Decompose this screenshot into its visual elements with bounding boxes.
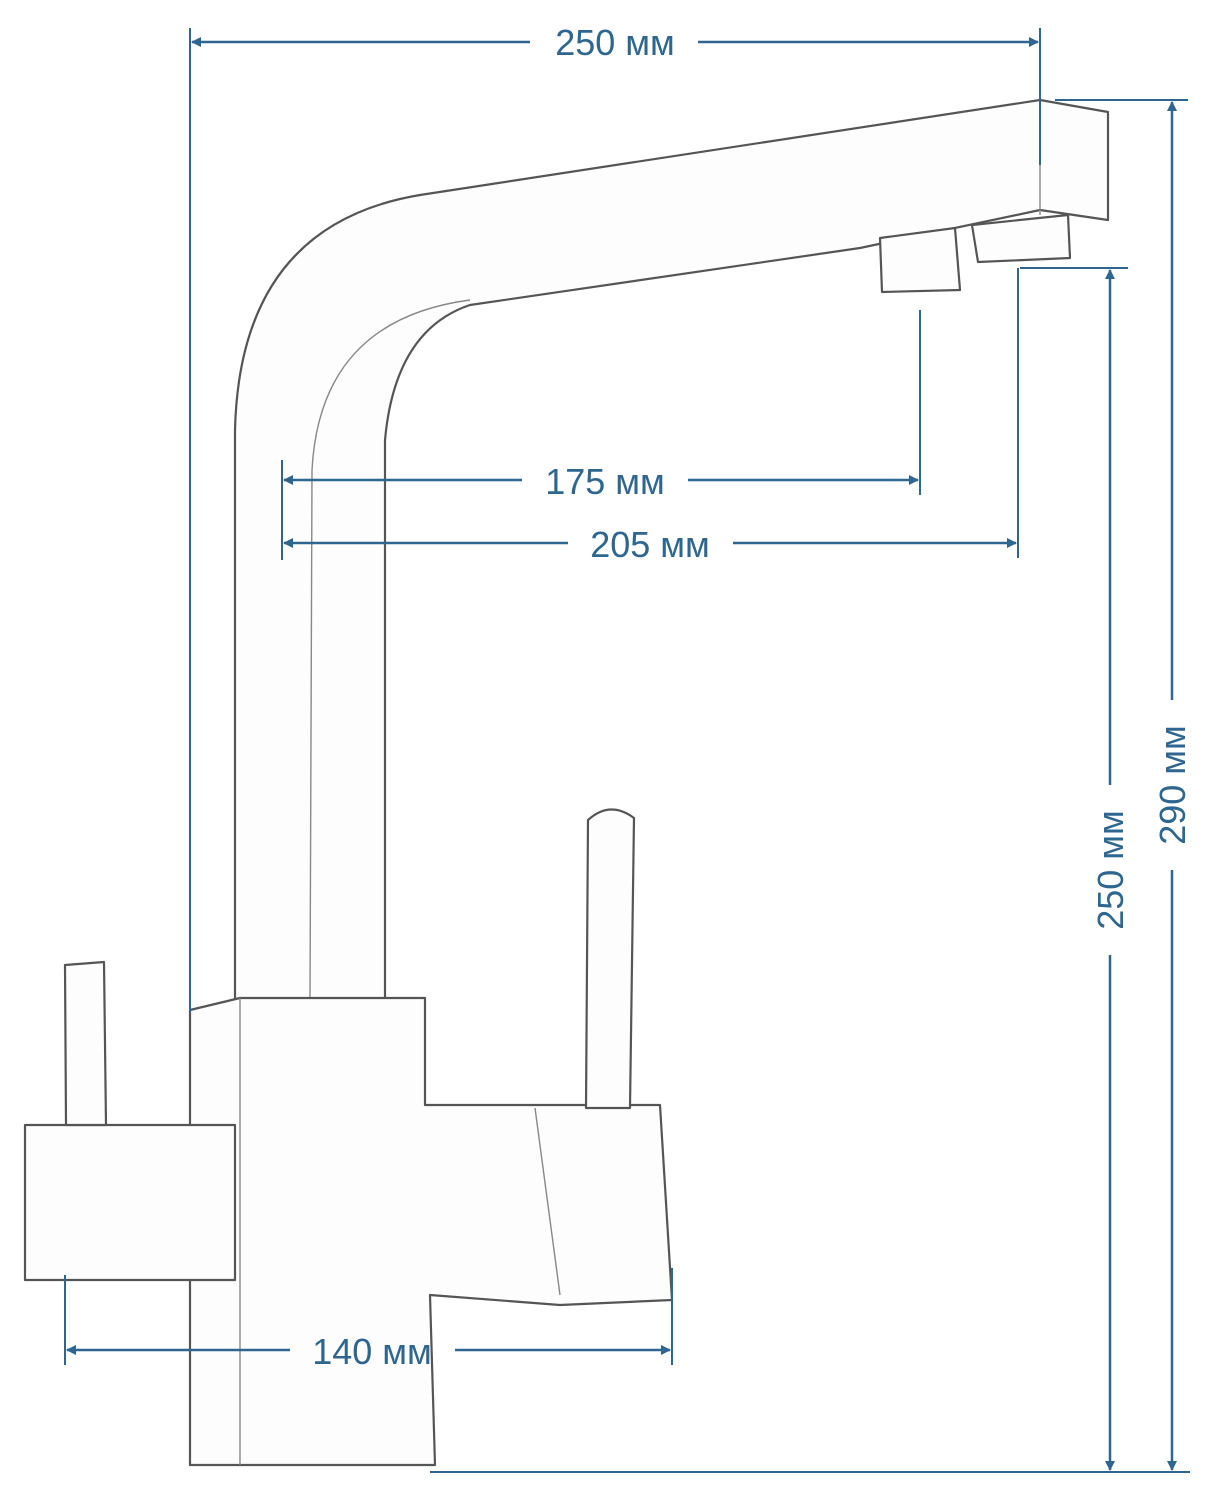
label-spout-reach-inner: 175 мм (545, 461, 665, 502)
dimension-total-height: 290 мм (1152, 101, 1193, 1471)
label-total-width: 250 мм (555, 22, 675, 63)
aerator-left (878, 226, 962, 294)
label-base-width: 140 мм (312, 1331, 432, 1372)
extension-lines (64, 28, 1190, 1473)
label-spout-reach-outer: 205 мм (590, 524, 710, 565)
spout-shading-line (309, 299, 471, 1001)
dimension-spout-reach-inner: 175 мм (283, 461, 919, 502)
left-handle-block (23, 1123, 237, 1282)
faucet-drawing (23, 98, 1110, 1467)
right-lever (584, 808, 636, 1110)
dimension-spout-reach-outer: 205 мм (283, 524, 1017, 565)
dimension-total-width: 250 мм (191, 22, 1039, 63)
aerator-right (970, 213, 1072, 264)
label-total-height: 290 мм (1152, 725, 1193, 845)
dimension-spout-height: 250 мм (1090, 269, 1131, 1471)
dimension-base-width: 140 мм (66, 1331, 671, 1372)
label-spout-height: 250 мм (1090, 810, 1131, 930)
left-lever (63, 960, 108, 1127)
body-edge-right (534, 1107, 561, 1296)
